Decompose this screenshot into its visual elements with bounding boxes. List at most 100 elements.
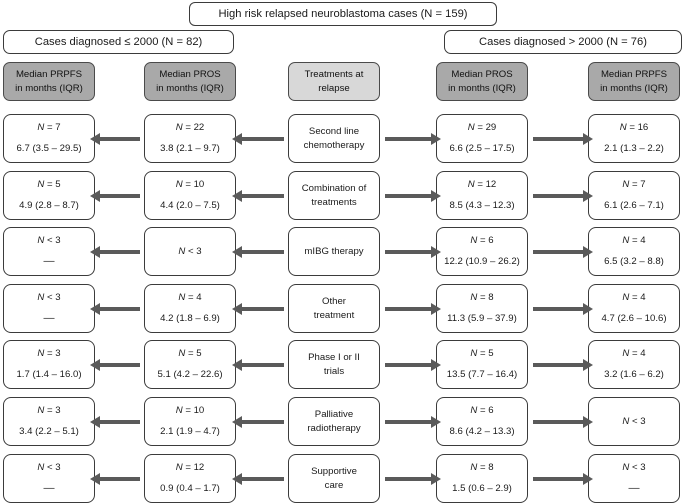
cell-n: N < 3 [37, 461, 61, 473]
arrow-head-icon [90, 359, 100, 371]
treatment-line1: Palliative [314, 408, 354, 420]
cell-value: –– [628, 482, 640, 494]
arrow-head-icon [232, 416, 242, 428]
cell-value: 1.5 (0.6 – 2.9) [452, 483, 512, 494]
cell-value: 6.5 (3.2 – 8.8) [604, 256, 664, 267]
cell-value: 3.2 (1.6 – 6.2) [604, 369, 664, 380]
treatment-line1: Combination of [301, 182, 367, 194]
cell-treatment-row-1: Second line chemotherapy [288, 114, 380, 163]
cell-n: N = 4 [622, 235, 646, 247]
cell-prpfs-early-row-3: N < 3 –– [3, 227, 95, 276]
cell-value: 0.9 (0.4 – 1.7) [160, 483, 220, 494]
cell-value: 8.5 (4.3 – 12.3) [449, 200, 515, 211]
cell-n: N = 3 [37, 405, 61, 417]
cell-prpfs-late-row-7: N < 3–– [588, 454, 680, 503]
cell-n: N = 12 [467, 179, 497, 191]
arrow-head-icon [583, 473, 593, 485]
cell-value: 3.8 (2.1 – 9.7) [160, 143, 220, 154]
arrow-head-icon [431, 473, 441, 485]
arrow-right-4-row-3 [533, 246, 593, 258]
title-box: High risk relapsed neuroblastoma cases (… [189, 2, 497, 26]
arrow-head-icon [431, 190, 441, 202]
cell-n: N = 5 [37, 179, 61, 191]
arrow-left-2-row-4 [232, 303, 284, 315]
arrow-left-2-row-3 [232, 246, 284, 258]
arrow-right-3-row-4 [385, 303, 441, 315]
column-header-pros-late: Median PROS in months (IQR) [436, 62, 528, 101]
cell-pros-late-row-6: N = 6 8.6 (4.2 – 13.3) [436, 397, 528, 446]
cell-n: N = 4 [622, 292, 646, 304]
treatment-line1: Phase I or II [308, 351, 360, 363]
arrow-head-icon [431, 246, 441, 258]
arrow-right-3-row-5 [385, 359, 441, 371]
treatment-line1: mIBG therapy [304, 245, 364, 257]
cell-pros-late-row-2: N = 12 8.5 (4.3 – 12.3) [436, 171, 528, 220]
cell-value: 3.4 (2.2 – 5.1) [19, 426, 79, 437]
arrow-left-1-row-1 [90, 133, 140, 145]
cell-n: N = 12 [175, 462, 205, 474]
cell-n: N = 22 [175, 122, 205, 134]
arrow-right-4-row-2 [533, 190, 593, 202]
arrow-head-icon [90, 303, 100, 315]
arrow-head-icon [583, 359, 593, 371]
arrow-head-icon [232, 359, 242, 371]
arrow-head-icon [232, 246, 242, 258]
treatment-line2: care [324, 479, 344, 491]
arrow-head-icon [583, 190, 593, 202]
strata-box-early: Cases diagnosed ≤ 2000 (N = 82) [3, 30, 234, 54]
cell-n: N = 5 [470, 348, 494, 360]
cell-n: N < 3 [37, 234, 61, 246]
header-line2: in months (IQR) [600, 82, 668, 94]
cell-n: N = 6 [470, 235, 494, 247]
arrow-right-4-row-6 [533, 416, 593, 428]
arrow-left-1-row-3 [90, 246, 140, 258]
cell-value: 4.4 (2.0 – 7.5) [160, 200, 220, 211]
cell-value: 5.1 (4.2 – 22.6) [157, 369, 223, 380]
cell-n: N = 4 [178, 292, 202, 304]
cell-prpfs-late-row-3: N = 4 6.5 (3.2 – 8.8) [588, 227, 680, 276]
arrow-head-icon [431, 416, 441, 428]
cell-value: 2.1 (1.9 – 4.7) [160, 426, 220, 437]
cell-treatment-row-3: mIBG therapy [288, 227, 380, 276]
header-line1: Treatments at [304, 68, 364, 80]
arrow-head-icon [232, 190, 242, 202]
arrow-right-3-row-2 [385, 190, 441, 202]
treatment-line1: Second line [308, 125, 360, 137]
treatment-line2: chemotherapy [303, 139, 365, 151]
cell-value: –– [43, 255, 55, 267]
cell-value: 1.7 (1.4 – 16.0) [16, 369, 82, 380]
arrow-left-2-row-2 [232, 190, 284, 202]
arrow-right-4-row-7 [533, 473, 593, 485]
cell-pros-early-row-7: N = 12 0.9 (0.4 – 1.7) [144, 454, 236, 503]
treatment-line1: Supportive [311, 465, 357, 477]
arrow-head-icon [90, 246, 100, 258]
arrow-head-icon [583, 416, 593, 428]
cell-value: 4.7 (2.6 – 10.6) [601, 313, 667, 324]
arrow-left-1-row-7 [90, 473, 140, 485]
treatment-line1: Other [322, 295, 346, 307]
cell-n: N < 3 [37, 291, 61, 303]
arrow-head-icon [232, 133, 242, 145]
column-header-prpfs-late: Median PRPFS in months (IQR) [588, 62, 680, 101]
cell-prpfs-late-row-4: N = 4 4.7 (2.6 – 10.6) [588, 284, 680, 333]
cell-n: N = 6 [470, 405, 494, 417]
cell-value: 6.1 (2.6 – 7.1) [604, 200, 664, 211]
cell-value: 8.6 (4.2 – 13.3) [449, 426, 515, 437]
cell-value: 11.3 (5.9 – 37.9) [447, 313, 517, 324]
arrow-head-icon [431, 303, 441, 315]
cell-pros-early-row-3: N < 3 [144, 227, 236, 276]
